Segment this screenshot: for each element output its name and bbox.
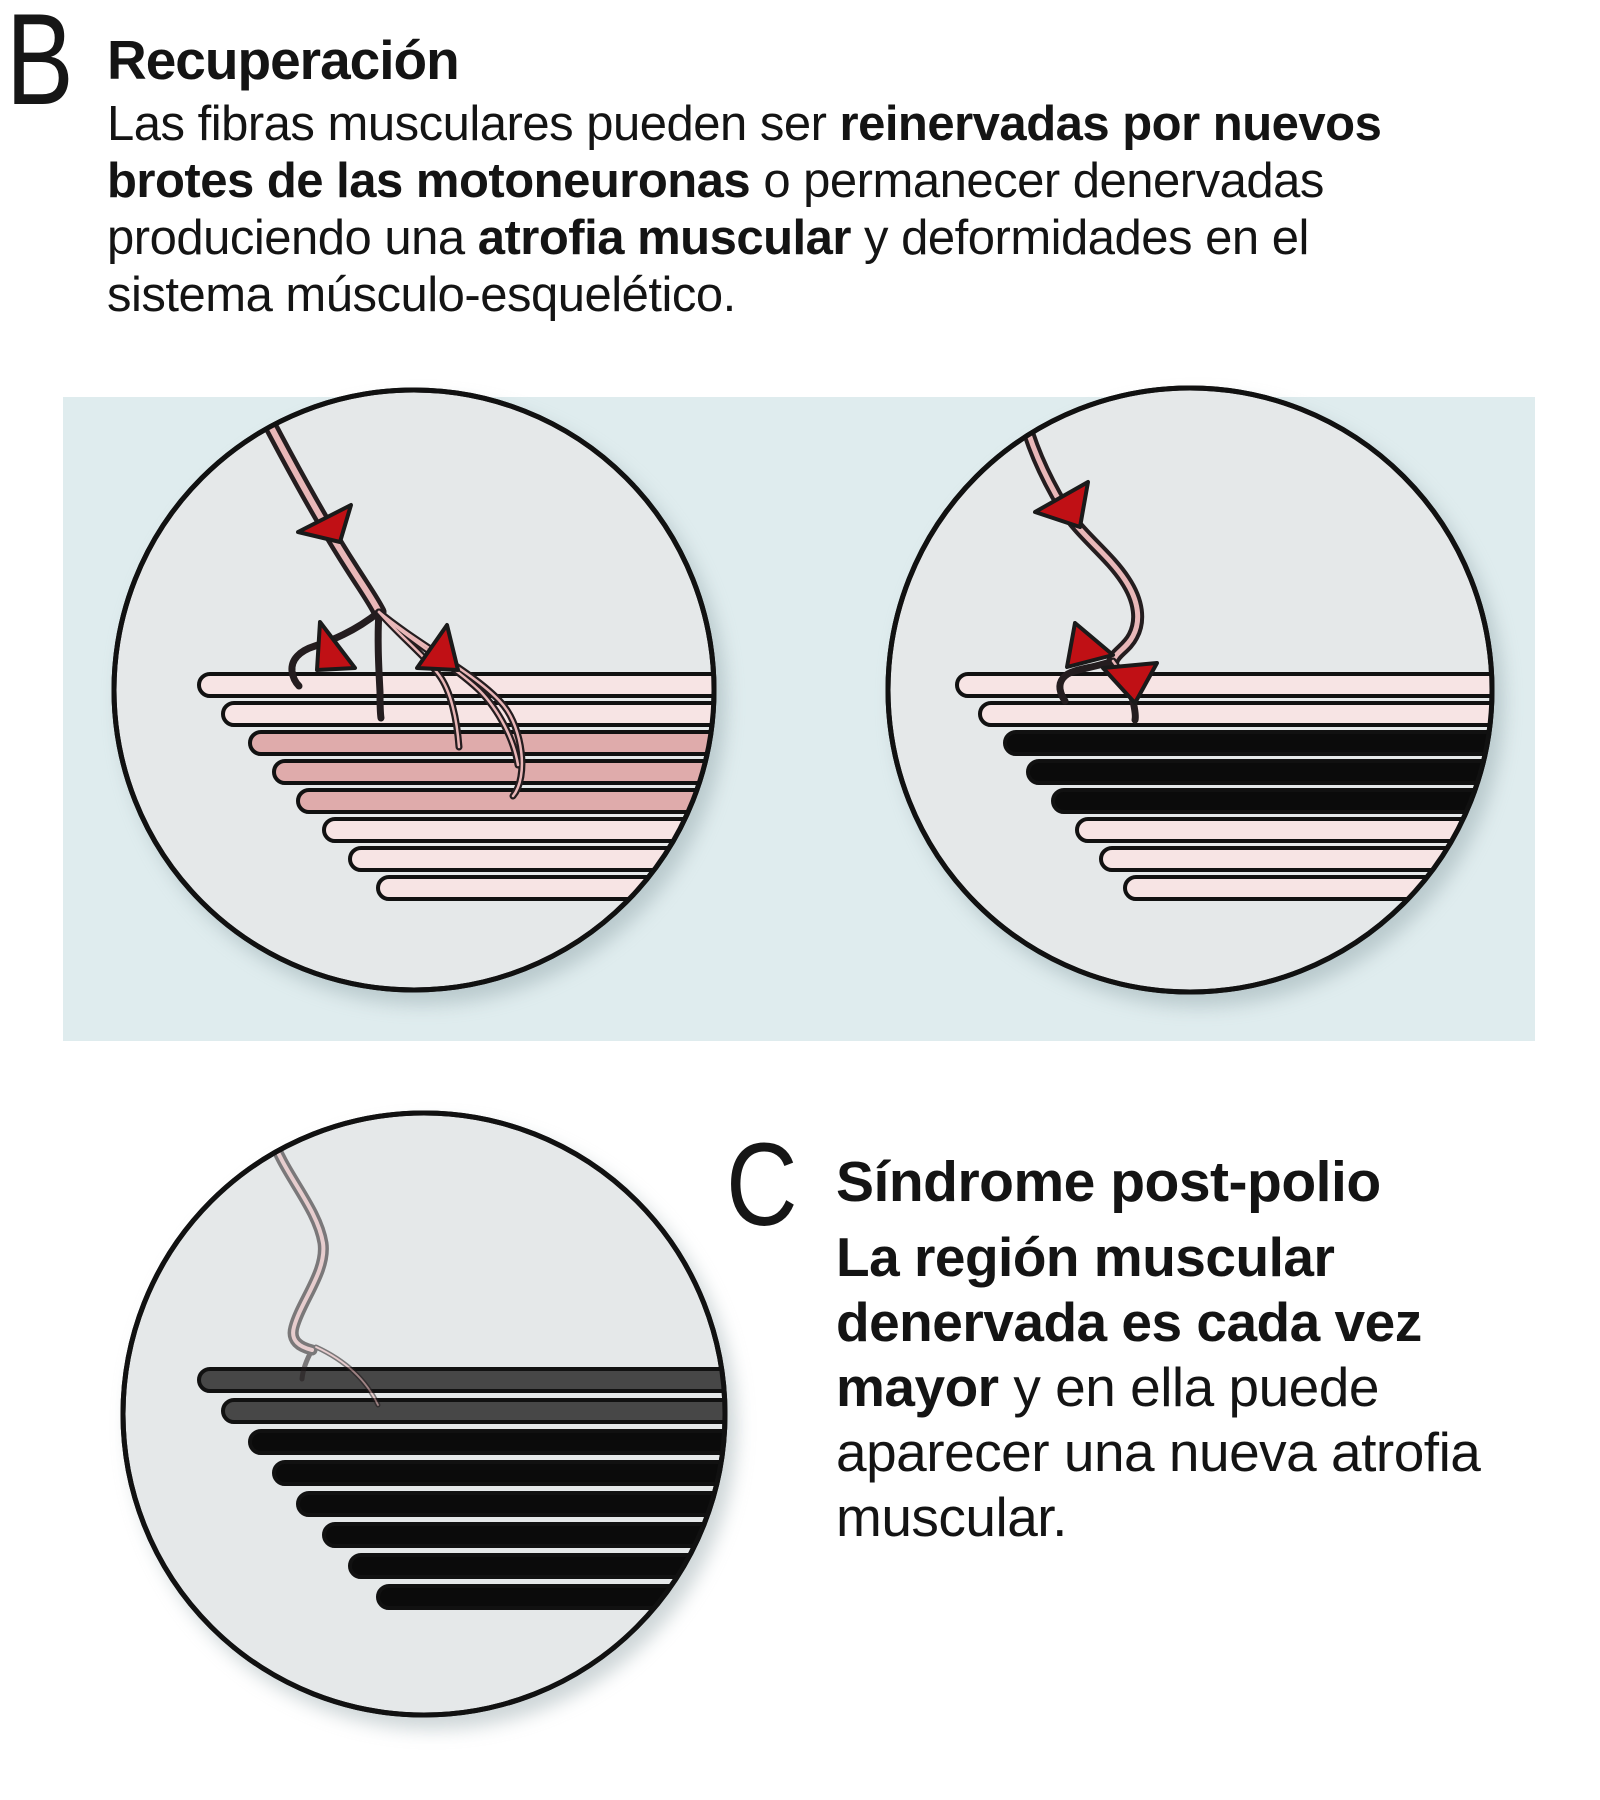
muscle-fiber [248,730,712,756]
muscle-fiber [1123,875,1490,901]
text-line: muscular. [836,1486,1067,1548]
post-polio-circle-figure [120,1110,728,1718]
text-line: produciendo una atrofia muscular y defor… [107,211,1309,265]
nerve-arrowhead [296,503,353,544]
nerve-arrowhead [315,620,357,672]
muscle-fiber [376,1584,723,1610]
muscle-fiber-group [955,672,1490,901]
text-line: sistema músculo-esquelético. [107,268,736,322]
nerve-arrowhead [1101,661,1159,705]
text-line: Las fibras musculares pueden ser reinerv… [107,97,1382,151]
muscle-fiber [221,701,712,727]
circle-outline [120,1110,728,1718]
muscle-fiber [221,1398,723,1424]
circle-outline [885,385,1495,995]
muscle-fiber [1075,817,1490,843]
muscle-fiber [272,1460,723,1486]
motor-neuron-axon [1015,403,1145,668]
muscle-fiber [1026,759,1490,785]
motor-neuron-axon [250,394,387,620]
degenerating-axon [266,1131,381,1408]
section-b-paragraph: Las fibras musculares pueden ser reinerv… [107,96,1382,324]
muscle-fiber [248,1429,723,1455]
text-line: mayor y en ella puede [836,1356,1379,1418]
section-c-title: Síndrome post-polio [836,1150,1381,1214]
muscle-fiber [1003,730,1490,756]
axon-sprouts [288,608,526,800]
muscle-fiber [1051,788,1490,814]
muscle-fiber [1099,846,1490,872]
muscle-fiber [376,875,712,901]
muscle-fiber [348,846,712,872]
muscle-fiber [348,1553,723,1579]
muscle-fiber [272,759,712,785]
circle-outline [111,387,717,993]
nerve-arrowhead [415,623,460,672]
section-b-label: B [6,0,74,132]
muscle-fiber [296,1491,723,1517]
section-c-paragraph: Síndrome post-polio La región muscular d… [836,1150,1481,1550]
nerve-arrowhead [1065,621,1115,669]
text-line: aparecer una nueva atrofia [836,1421,1481,1483]
reinnervation-circle-figure [111,387,717,993]
muscle-fiber [197,1367,723,1393]
nerve-arrowhead [1033,480,1090,529]
muscle-fiber [322,817,712,843]
text-line: denervada es cada vez [836,1291,1422,1353]
muscle-fiber [955,672,1490,698]
text-line: La región muscular [836,1226,1335,1288]
muscle-fiber [296,788,712,814]
muscle-fiber [978,701,1490,727]
section-c-label: C [726,1119,798,1251]
section-b-title: Recuperación [107,29,460,91]
muscle-fiber [322,1522,723,1548]
denervation-circle-figure [885,385,1495,995]
text-line: brotes de las motoneuronas o permanecer … [107,154,1324,208]
